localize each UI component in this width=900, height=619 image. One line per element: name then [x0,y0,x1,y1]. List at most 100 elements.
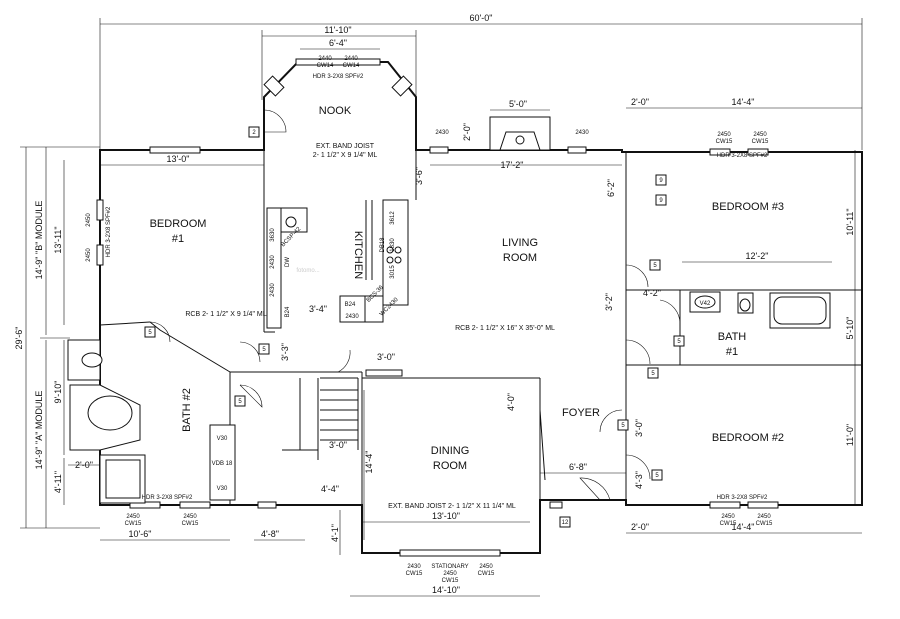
dim-nook-width: 11'-10" [324,25,351,35]
dim-fp-side: 6'-2" [606,179,616,197]
room-kitchen: KITCHEN [352,231,364,279]
win-dining-1-type: CW15 [406,571,423,577]
dim-stair-3-3: 3'-3" [280,343,290,361]
win-br3-2-size: 2450 [753,132,767,138]
tag-5-bath2: 5 [238,399,242,405]
dim-overall-width: 60'-0" [470,13,493,23]
dim-dining-width: 14'-10" [432,585,460,595]
dim-bath2-depth: 9'-10" [53,381,63,404]
note-hdr-br2: HDR 3-2X8 SPF#2 [717,495,768,501]
bath-fixtures [67,291,831,504]
win-br2-2-size: 2450 [757,514,771,520]
room-dining-line1: DINING [431,445,470,457]
dim-living-width: 17'-2" [501,160,524,170]
note-nook-joist-1: EXT. BAND JOIST [316,143,375,150]
note-hdr-br1: HDR 3-2X8 SPF#2 [106,206,112,257]
dim-kit-3-6: 3'-6" [414,167,424,185]
interior-walls [99,150,862,505]
win-br2-2-type: CW15 [756,521,773,527]
dim-br2-4-3: 4'-3" [634,471,644,489]
watermark: fotomo... [296,268,320,274]
win-dining-stationary: STATIONARY [431,564,468,570]
dim-br2-depth: 11'-0" [845,424,855,446]
note-hdr-br3: HDR 3-2X8 SPF#2 [717,153,768,159]
reference-tags: 2 5 5 5 5 5 5 5 5 9 9 12 V42 V30 VDB 18 … [144,126,711,528]
room-bedroom-2: BEDROOM #2 [712,432,784,444]
win-bath2-1-type: CW15 [125,521,142,527]
cab-b24-b: B24 [345,302,356,308]
win-nook-2-type: CW14 [343,63,360,69]
dim-entry-width: 4'-8" [261,529,279,539]
dim-kit-3-4: 3'-4" [309,304,327,314]
dimension-labels: 60'-0" 29'-6" 14'-9" "B" MODULE 14'-9" "… [14,13,855,595]
win-br3-1-size: 2450 [717,132,731,138]
tag-5-hall: 5 [262,347,266,353]
cab-1830: 1830 [390,238,396,252]
dim-bath1-width: 12'-2" [746,251,769,261]
dim-nook-window: 6'-4" [329,38,347,48]
win-br2-1-size: 2450 [721,514,735,520]
window-labels: 2440 CW14 2440 CW14 2430 2430 2450 CW15 … [86,56,773,584]
room-nook: NOOK [319,105,352,117]
room-bath-2: BATH #2 [181,388,193,432]
note-dining-joist: EXT. BAND JOIST 2- 1 1/2" X 11 1/4" ML [388,503,516,510]
cab-3630: 3630 [270,228,276,242]
dim-dining-depth: 14'-4" [364,451,374,474]
dim-bath2-tub: 2'-0" [75,460,93,470]
tag-v42: V42 [700,301,711,307]
tag-12: 12 [562,520,569,526]
staircase [320,377,359,450]
win-bath2-2-size: 2450 [183,514,197,520]
room-bath-1-line2: #1 [726,346,738,358]
tag-5-foyer: 5 [621,423,625,429]
dim-b-module: 14'-9" "B" MODULE [34,201,44,280]
cab-2430-b: 2430 [270,283,276,297]
cab-3612: 3612 [390,211,396,225]
win-living-1-size: 2430 [435,130,449,136]
win-nook-1-type: CW14 [317,63,334,69]
win-dining-3-size: 2450 [479,564,493,570]
kitchen-cabinets [266,199,409,329]
tag-v30-b: V30 [217,486,228,492]
dim-hall-4-2: 4'-2" [643,288,661,298]
win-br3-2-type: CW15 [752,139,769,145]
cab-3015: 3015 [390,265,396,279]
room-labels: NOOK BEDROOM #1 KITCHEN LIVING ROOM BEDR… [150,105,784,472]
room-dining-line2: ROOM [433,460,467,472]
tag-vdb18: VDB 18 [212,461,233,467]
dim-br2-offset: 2'-0" [631,522,649,532]
note-hdr-nook: HDR 3-2X8 SPF#2 [313,74,364,80]
doors [149,109,681,506]
tag-5-br2: 5 [655,473,659,479]
structural-notes: EXT. BAND JOIST 2- 1 1/2" X 9 1/4" ML RC… [106,74,768,510]
win-br3-1-type: CW15 [716,139,733,145]
win-br1-2-size: 2450 [86,248,92,262]
win-living-2-size: 2430 [575,130,589,136]
tag-9-b: 9 [659,198,663,204]
room-living-line2: ROOM [503,252,537,264]
dim-br2-width: 14'-4" [732,522,755,532]
dim-bath2-lower: 4'-11" [53,471,63,493]
dim-foyer-width: 6'-8" [569,462,587,472]
dim-br3-depth: 10'-11" [845,208,855,235]
tag-v30-a: V30 [217,436,228,442]
win-dining-3-type: CW15 [478,571,495,577]
dim-br3-offset: 2'-0" [631,97,649,107]
win-dining-1-size: 2430 [407,564,421,570]
dim-stair-4-4: 4'-4" [321,484,339,494]
dim-bath1-depth: 5'-10" [845,317,855,340]
cab-db18: DB18 [380,237,386,253]
dim-br1-width: 13'-0" [167,154,190,164]
room-bedroom-1-line1: BEDROOM [150,218,207,230]
win-bath2-2-type: CW15 [182,521,199,527]
tag-5-br3: 5 [653,263,657,269]
note-living-rcb: RCB 2- 1 1/2" X 16" X 35'-0" ML [455,325,555,332]
room-bedroom-1-line2: #1 [172,233,184,245]
note-nook-joist-2: 2- 1 1/2" X 9 1/4" ML [313,152,378,159]
room-bath-1-line1: BATH [718,331,747,343]
dim-stair-3-0: 3'-0" [329,440,347,450]
win-br1-1-size: 2450 [86,213,92,227]
room-bedroom-3: BEDROOM #3 [712,201,784,213]
cab-2430-a: 2430 [270,255,276,269]
